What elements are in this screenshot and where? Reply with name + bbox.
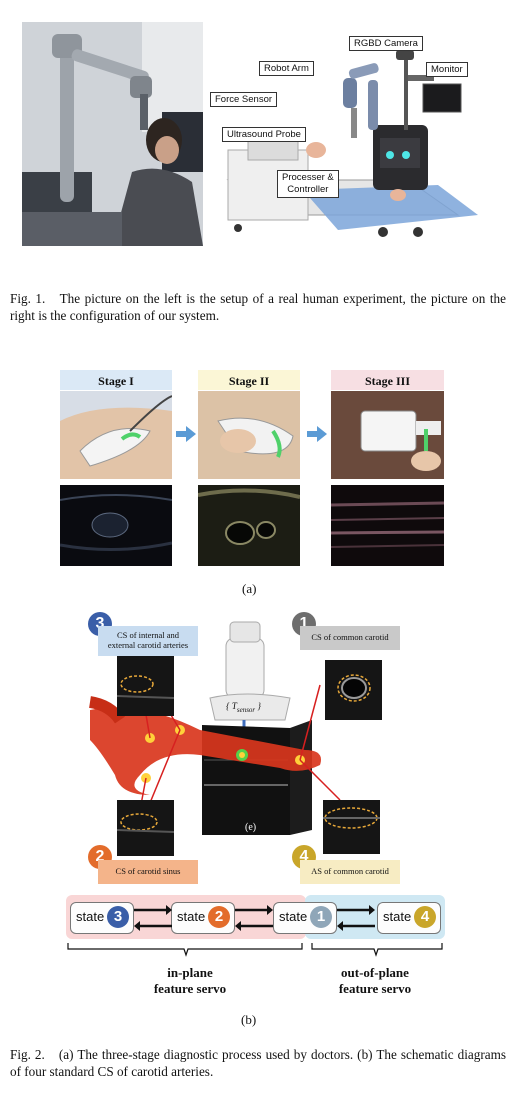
cs2-ultrasound (117, 800, 174, 856)
stage3-ultrasound (331, 485, 444, 566)
state-1-word: state (279, 909, 308, 924)
stage2-ultrasound (198, 485, 300, 566)
label-monitor: Monitor (426, 62, 468, 77)
stage3-photo (331, 391, 444, 479)
state-3-word: state (76, 909, 105, 924)
label-robot-arm: Robot Arm (259, 61, 314, 76)
state-4-number: 4 (414, 906, 436, 928)
state-1-box: state 1 (273, 902, 337, 934)
state-2-number: 2 (208, 906, 230, 928)
label-force-sensor: Force Sensor (210, 92, 278, 107)
cs1-tag: CS of common carotid (300, 626, 400, 650)
stage3-header: Stage III (331, 370, 444, 390)
sensor-frame-label: { Tsensor } (226, 701, 261, 714)
stage2-photo (198, 391, 300, 479)
cs3-ultrasound (117, 656, 174, 716)
state-2-box: state 2 (171, 902, 235, 934)
feature-braces (67, 943, 443, 957)
state-3-number: 3 (107, 906, 129, 928)
cs1-ultrasound (325, 660, 382, 720)
label-rgbd-camera: RGBD Camera (349, 36, 423, 51)
robot-experiment-photo (22, 22, 203, 246)
as4-tag: AS of common carotid (300, 860, 400, 884)
state-4-box: state 4 (377, 902, 441, 934)
state-3-box: state 3 (70, 902, 134, 934)
fig2-caption-label: Fig. 2. (10, 1047, 45, 1062)
in-plane-label: in-plane feature servo (153, 965, 227, 996)
fig2b-sublabel: (b) (241, 1012, 257, 1027)
fig1-caption: Fig. 1. The picture on the left is the s… (10, 290, 506, 324)
stage-arrow-1 (176, 426, 196, 442)
state-4-word: state (383, 909, 412, 924)
cs2-tag: CS of carotid sinus (98, 860, 198, 884)
state-transitions (134, 905, 375, 931)
fig1-caption-text: The picture on the left is the setup of … (10, 291, 506, 323)
fig2-caption: Fig. 2. (a) The three-stage diagnostic p… (10, 1046, 506, 1080)
stage-arrow-2 (307, 426, 327, 442)
fig1-caption-label: Fig. 1. (10, 291, 46, 306)
stage1-photo (60, 391, 172, 479)
label-ultrasound-probe: Ultrasound Probe (222, 127, 306, 142)
fig2a-sublabel: (a) (242, 581, 257, 596)
label-processer: Processer & (282, 172, 334, 183)
stage2-header: Stage II (198, 370, 300, 390)
label-processer-controller: Processer & Controller (277, 170, 339, 198)
fig1-left-photo (22, 22, 203, 246)
fig2-caption-text: (a) The three-stage diagnostic process u… (10, 1047, 507, 1079)
stage1-ultrasound (60, 485, 172, 566)
label-controller: Controller (287, 184, 329, 195)
state-1-number: 1 (310, 906, 332, 928)
image-label: (e) (245, 822, 257, 833)
as4-ultrasound (323, 800, 380, 854)
state-2-word: state (177, 909, 206, 924)
stage1-header: Stage I (60, 370, 172, 390)
carotid-diagram (88, 621, 341, 835)
out-of-plane-label: out-of-plane feature servo (338, 965, 412, 996)
cs3-tag: CS of internal and external carotid arte… (98, 626, 198, 656)
